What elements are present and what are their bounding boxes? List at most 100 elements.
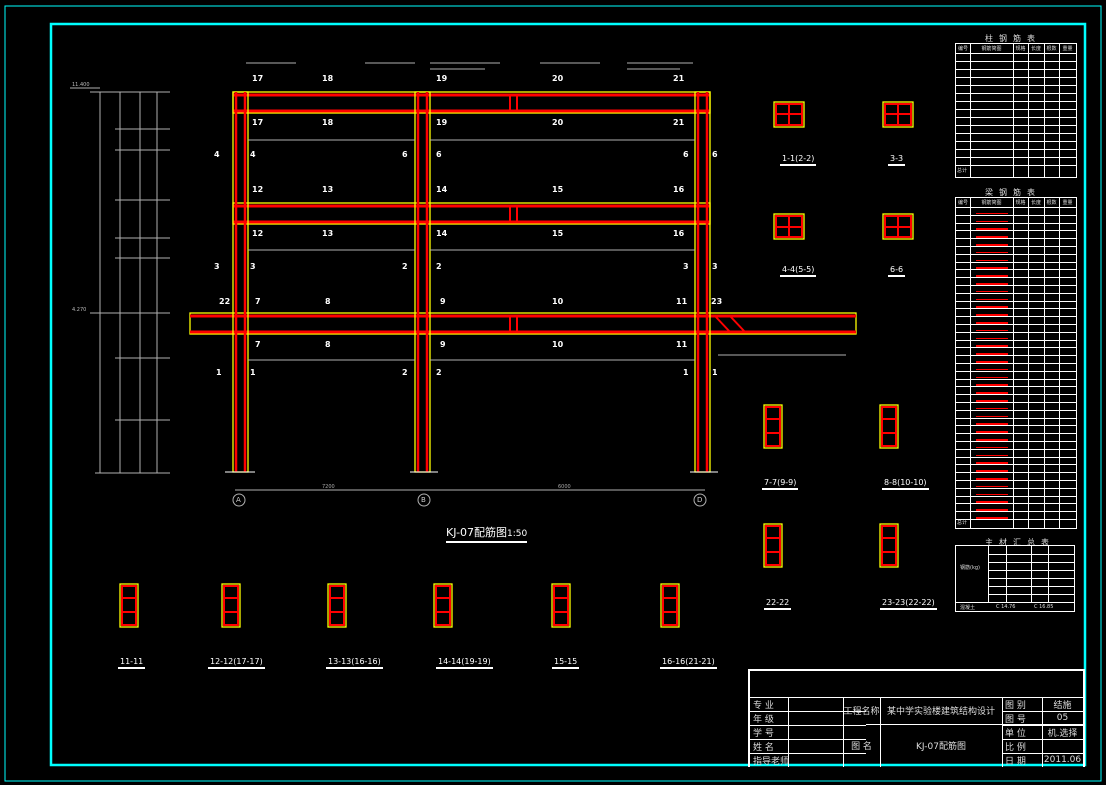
table-row-divider: [956, 230, 1076, 232]
title-block-value: 结施: [1053, 700, 1072, 711]
col-header: 规格: [1015, 46, 1026, 52]
section-caption: 7-7(9-9): [762, 478, 799, 490]
section-cut-mark: 3: [712, 262, 718, 271]
title-block-label: 年 级: [753, 714, 774, 725]
table-row-divider: [956, 378, 1076, 380]
section-cut-mark: 2: [436, 262, 442, 271]
rebar-shape: [976, 329, 1008, 332]
span-label: 20: [552, 74, 564, 83]
span-label: 9: [440, 297, 446, 306]
material-footer-label: 混凝土: [960, 605, 976, 611]
section-caption: 11-11: [118, 657, 146, 669]
span-label: 18: [322, 118, 334, 127]
section-caption: 4-4(5-5): [780, 265, 817, 277]
title-block-label: 日 期: [1005, 756, 1026, 767]
section-cut-mark: 2: [402, 368, 408, 377]
span-label: 19: [436, 74, 448, 83]
section-caption: 14-14(19-19): [436, 657, 493, 669]
rebar-shape: [976, 314, 1008, 316]
table-row-divider: [956, 261, 1076, 263]
rebar-shape: [976, 376, 1008, 379]
section-cut-mark: 4: [214, 150, 220, 159]
table-row-divider: [956, 495, 1076, 497]
span-label: 21: [673, 74, 685, 83]
section-cut-mark: 2: [436, 368, 442, 377]
col-header: 长度: [1030, 46, 1041, 52]
drawing-title: KJ-07配筋图1:50: [446, 524, 528, 543]
material-summary-table: 钢筋(kg) 混凝土 C 14.76 C 16.85: [955, 545, 1075, 612]
drawing-name-label: 图 名: [851, 742, 872, 752]
drawing-title-text: KJ-07配筋图: [446, 526, 508, 539]
rebar-shape: [976, 353, 1008, 355]
section-cut-mark: 3: [683, 262, 689, 271]
bay-dimension: 7200: [322, 484, 335, 490]
title-block-value: [1042, 739, 1083, 753]
rebar-shape: [976, 220, 1008, 223]
table-row-divider: [956, 519, 1076, 520]
title-block-label: 比 例: [1005, 742, 1026, 753]
rebar-shape: [976, 392, 1008, 394]
rebar-shape: [976, 228, 1008, 230]
title-block-label: 学 号: [753, 728, 774, 739]
span-label: 23: [711, 297, 723, 306]
section-caption: 12-12(17-17): [208, 657, 265, 669]
span-label: 17: [252, 74, 264, 83]
span-label: 15: [552, 185, 564, 194]
level-label: 11.400: [72, 82, 90, 88]
rebar-shape: [976, 361, 1008, 363]
table-row-divider: [956, 324, 1076, 325]
material-footer-value: C 16.85: [1034, 604, 1054, 610]
section-caption: 16-16(21-21): [660, 657, 717, 669]
span-label: 8: [325, 340, 331, 349]
rebar-shape: [976, 306, 1008, 308]
table-row-divider: [956, 331, 1076, 333]
rebar-shape: [976, 446, 1008, 449]
title-block-value: 2011.06: [1043, 755, 1082, 765]
rebar-shape: [976, 337, 1008, 340]
rebar-shape: [976, 212, 1008, 215]
rebar-shape: [976, 478, 1008, 480]
table-row-divider: [956, 441, 1076, 442]
section-cut-mark: 3: [214, 262, 220, 271]
material-summary-title: 主材汇总表: [985, 538, 1055, 547]
span-label: 13: [322, 229, 334, 238]
table-row-divider: [956, 409, 1076, 411]
section-cut-mark: 6: [402, 150, 408, 159]
table-row-divider: [956, 269, 1076, 271]
project-name: 某中学实验楼建筑结构设计: [886, 707, 995, 717]
table-row-divider: [956, 456, 1076, 458]
col-header: 钢筋简图: [981, 200, 1002, 206]
axis-label-a: A: [236, 496, 241, 504]
drawing-scale: 1:50: [507, 529, 528, 539]
span-label: 12: [252, 185, 264, 194]
span-label: 19: [436, 118, 448, 127]
span-label: 14: [436, 229, 448, 238]
rebar-shape: [976, 407, 1008, 410]
rebar-shape: [976, 298, 1008, 301]
col-header: 根数: [1046, 46, 1057, 52]
rebar-shape: [976, 368, 1008, 371]
table-row-divider: [956, 316, 1076, 318]
rebar-shape: [976, 517, 1008, 519]
span-label: 8: [325, 297, 331, 306]
material-footer-value: C 14.76: [996, 604, 1016, 610]
col-header: 重量: [1062, 46, 1073, 52]
span-label: 10: [552, 340, 564, 349]
span-label: 16: [673, 185, 685, 194]
rebar-shape: [976, 431, 1008, 433]
span-label: 20: [552, 118, 564, 127]
table-row-divider: [956, 253, 1076, 255]
rebar-shape: [976, 345, 1008, 347]
section-caption: 13-13(16-16): [326, 657, 383, 669]
table-row-divider: [956, 464, 1076, 466]
table-row-divider: [956, 347, 1076, 349]
table-row-divider: [956, 448, 1076, 450]
rebar-shape: [976, 400, 1008, 402]
span-label: 11: [676, 340, 688, 349]
table-row-divider: [956, 308, 1076, 310]
section-caption: 22-22: [764, 598, 792, 610]
table-row-divider: [956, 503, 1076, 505]
rebar-shape: [976, 439, 1008, 441]
col-header: 编号: [957, 46, 968, 52]
rebar-shape: [976, 267, 1008, 269]
